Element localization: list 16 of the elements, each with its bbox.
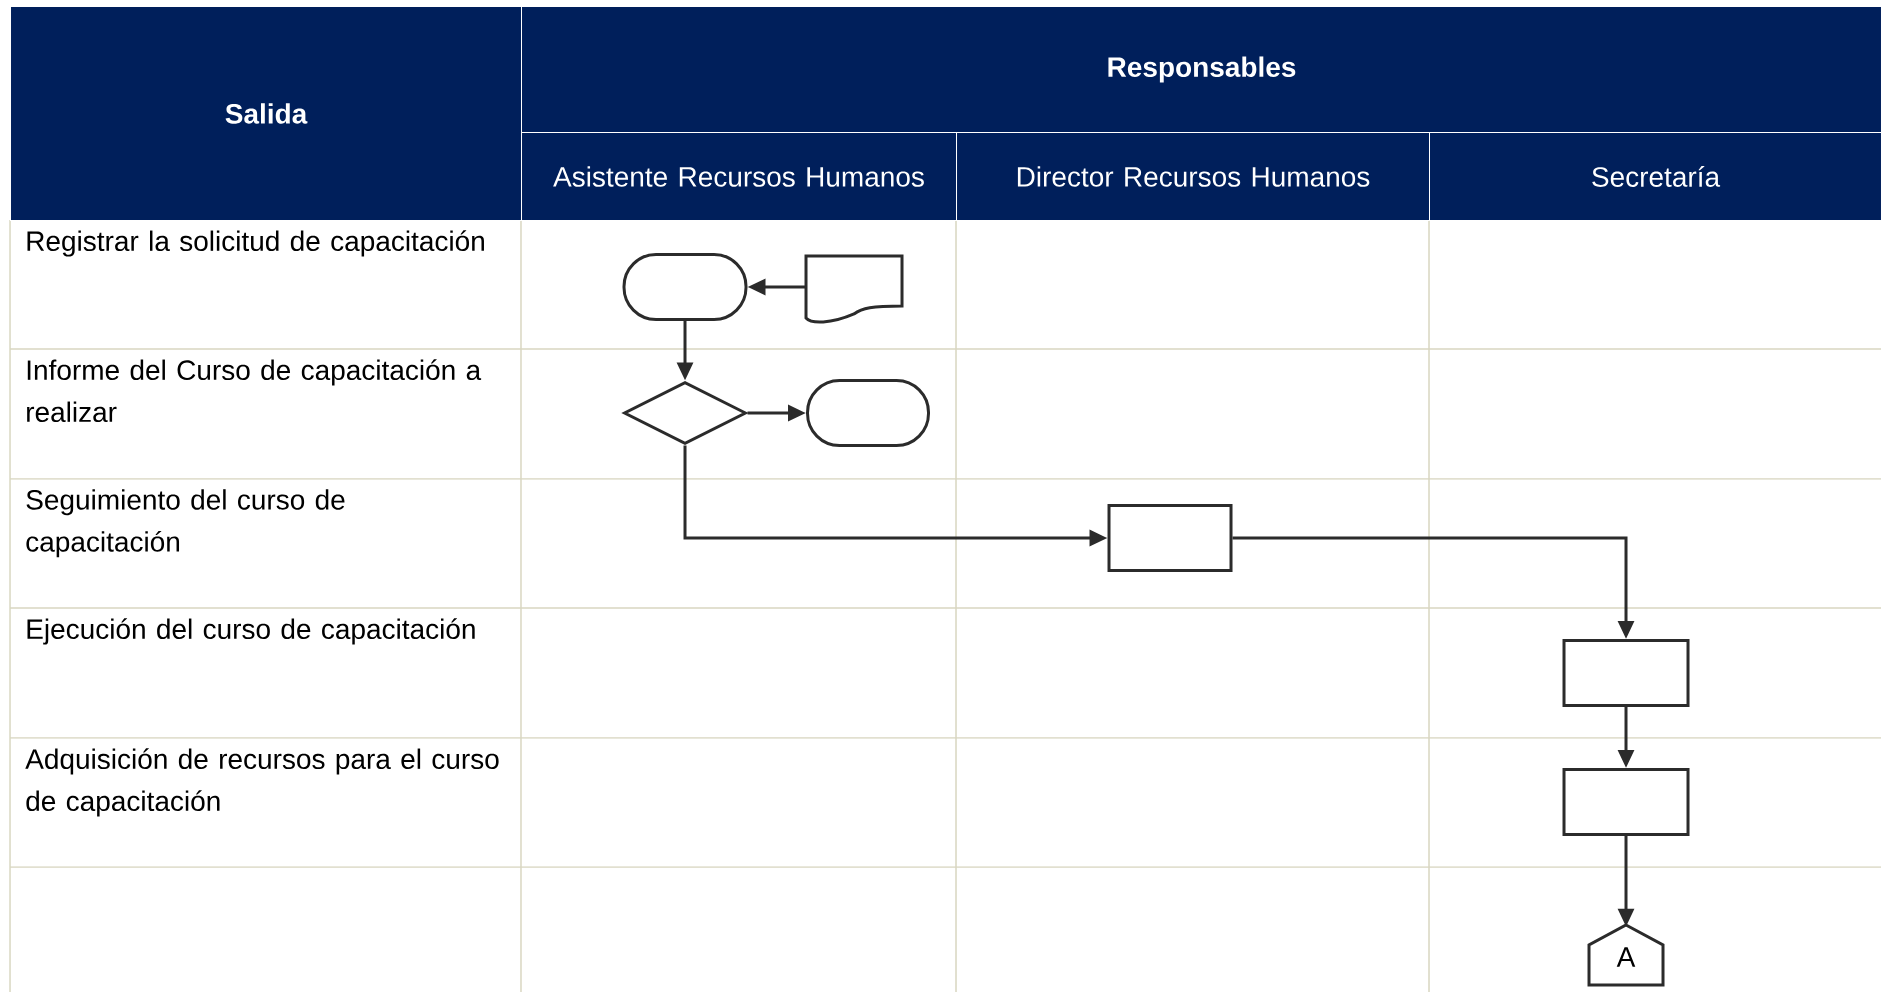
row-label: Registrar la solicitud de capacitación: [27, 230, 484, 257]
row-label: Adquisición de recursos para el curso de capacitación: [25, 748, 499, 817]
row-label: Seguimiento del curso de capacitación: [26, 489, 345, 558]
document-shape: [804, 254, 904, 324]
terminal-shape: [622, 253, 748, 321]
terminal-shape: [806, 379, 930, 447]
process-box: [1562, 768, 1690, 836]
header-cell: Asistente Recursos Humanos: [521, 132, 957, 221]
header-cell: Secretaría: [1429, 132, 1881, 221]
process-box: [1107, 504, 1233, 572]
row-label: Informe del Curso de capacitación a realizar: [27, 359, 482, 423]
header-cell: Salida: [10, 6, 522, 221]
process-box: [1562, 639, 1690, 707]
header-cell: Director Recursos Humanos: [956, 132, 1430, 221]
offpage-connector: A: [1587, 923, 1665, 987]
row-label: Ejecución del curso de capacitación: [27, 618, 475, 645]
